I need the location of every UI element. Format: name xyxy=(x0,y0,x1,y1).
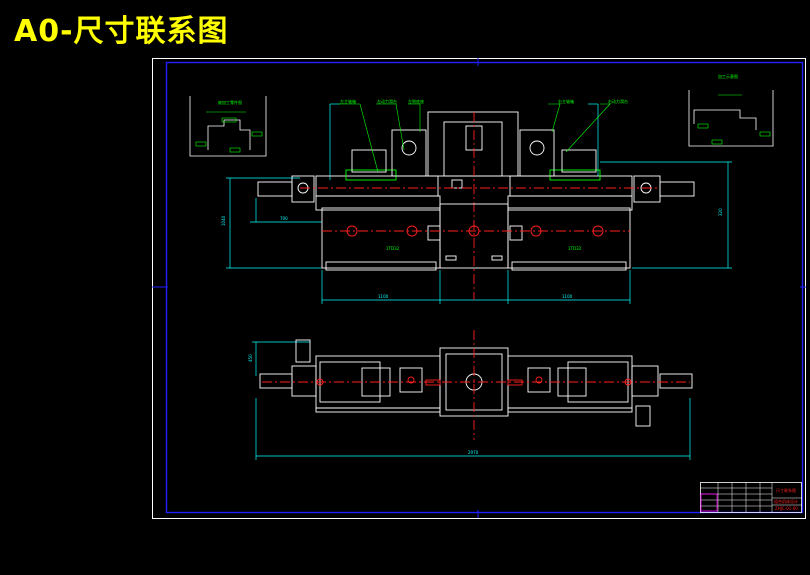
dim-slide-right: 320 xyxy=(718,208,723,216)
front-view: 1040 700 1100 1100 320 xyxy=(221,98,732,304)
dim-height: 1040 xyxy=(221,215,226,226)
callout-right-slide: 右动力滑台 xyxy=(608,98,628,104)
left-table-head: 被加工零件图 xyxy=(218,99,242,105)
base-right-label: 1TD32 xyxy=(568,246,582,251)
drawing-title: A0-尺寸联系图 xyxy=(14,14,229,49)
callout-right-spindle: 右主轴箱 xyxy=(558,98,574,104)
centering-marks xyxy=(152,58,806,518)
title-block: 尺寸联系图 组合机床设计 ZHJC-01-00 xyxy=(700,482,802,513)
callout-left-spindle: 左主轴箱 xyxy=(340,98,356,104)
drawing-border xyxy=(165,61,804,514)
right-table-head: 加工示意图 xyxy=(718,73,738,79)
plan-view: 2970 450 xyxy=(248,330,693,460)
dim-total: 2970 xyxy=(468,450,479,455)
dim-right-bottom: 1100 xyxy=(562,294,573,299)
dim-plan-side: 450 xyxy=(248,354,253,362)
titleblock-school: 组合机床设计 xyxy=(774,498,798,504)
dim-left-side: 700 xyxy=(280,216,288,221)
callout-left-base: 左侧底座 xyxy=(408,98,424,104)
machining-sketch-box: 加工示意图 xyxy=(688,73,774,147)
dim-left-bottom: 1100 xyxy=(378,294,389,299)
titleblock-code: ZHJC-01-00 xyxy=(775,506,798,511)
callout-left-slide: 左动力滑台 xyxy=(377,98,397,104)
part-drawing-box: 被加工零件图 xyxy=(189,96,267,157)
titleblock-name: 尺寸联系图 xyxy=(776,487,796,493)
sheet-frame xyxy=(152,58,806,519)
base-left-label: 1TD32 xyxy=(386,246,400,251)
